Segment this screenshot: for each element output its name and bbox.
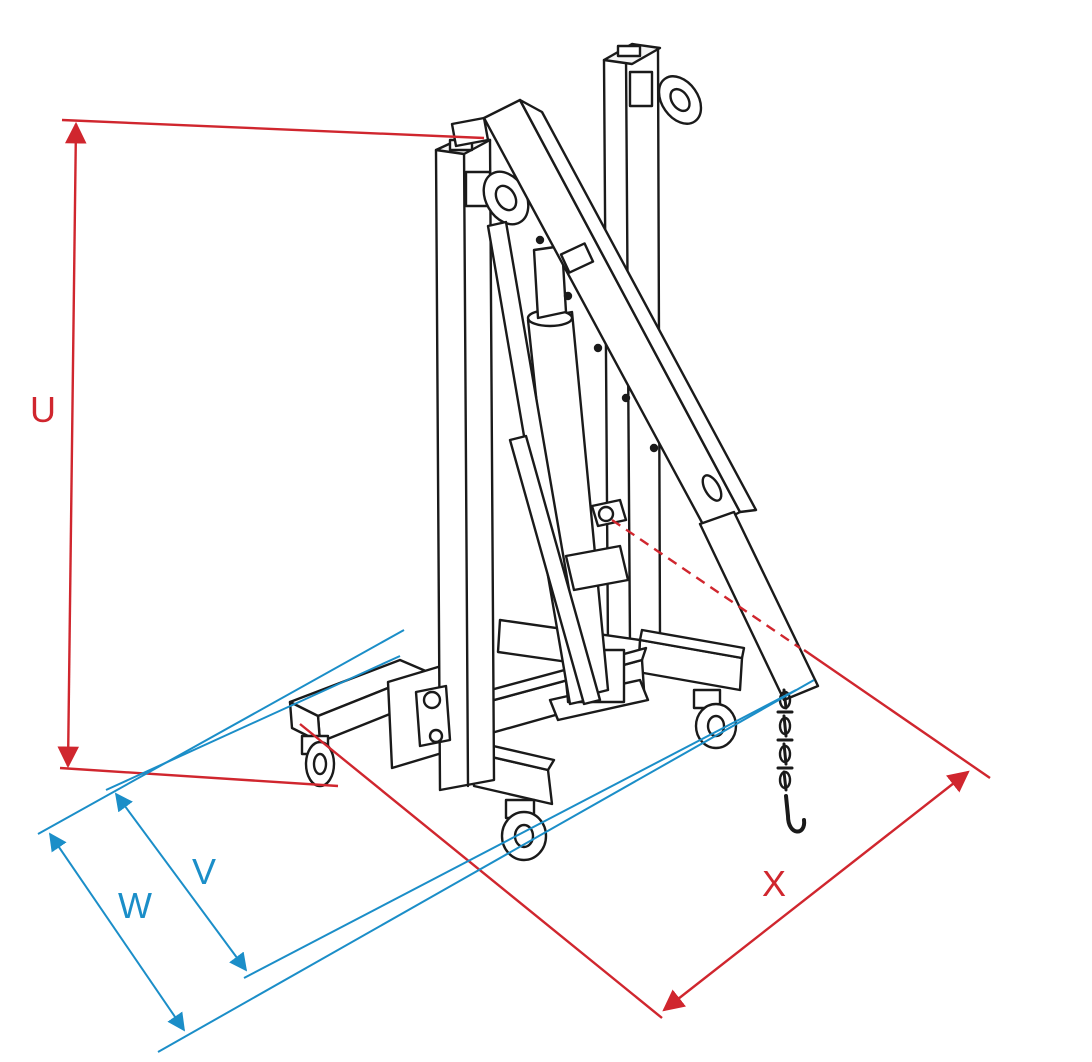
front-pulley-wheel — [464, 170, 530, 226]
dimension-u-extension-top — [61, 118, 485, 140]
dimension-x-extension-left — [299, 723, 663, 1019]
dimension-v-w — [37, 629, 815, 1053]
boom-reach-dashed-line — [611, 519, 801, 649]
dimension-v-extension-back — [105, 655, 401, 791]
engine-crane-illustration — [288, 42, 820, 862]
folding-pin — [414, 684, 452, 748]
dimension-u-label: U — [30, 389, 56, 430]
lifting-boom — [482, 98, 820, 702]
dimension-x — [299, 519, 991, 1019]
caster-wheel-rear — [692, 688, 738, 750]
dimension-w-extension-front — [157, 679, 815, 1053]
dimension-w-extension-back — [37, 629, 405, 835]
dimension-u — [57, 118, 485, 788]
dimension-x-arrow — [662, 770, 970, 1012]
caster-wheel-front-right — [500, 798, 548, 862]
dimension-v-label: V — [192, 851, 217, 892]
base-frame — [288, 618, 746, 806]
dimension-u-arrow — [57, 121, 87, 769]
dimension-w-label: W — [118, 885, 152, 926]
diagonal-brace — [486, 220, 602, 706]
chain-and-hook — [776, 688, 807, 834]
jack-pump-handle — [564, 498, 630, 592]
dimension-x-extension-right — [803, 649, 991, 779]
dimension-v-arrow — [114, 792, 248, 972]
front-upright-post — [434, 116, 496, 792]
dimension-x-label: X — [762, 863, 787, 904]
dimension-u-extension-bottom — [59, 766, 339, 788]
rear-pulley-wheel — [628, 70, 703, 125]
caster-wheel-front-left — [300, 734, 336, 788]
dimension-w-arrow — [48, 832, 186, 1032]
dimension-v-extension-front — [243, 689, 797, 979]
